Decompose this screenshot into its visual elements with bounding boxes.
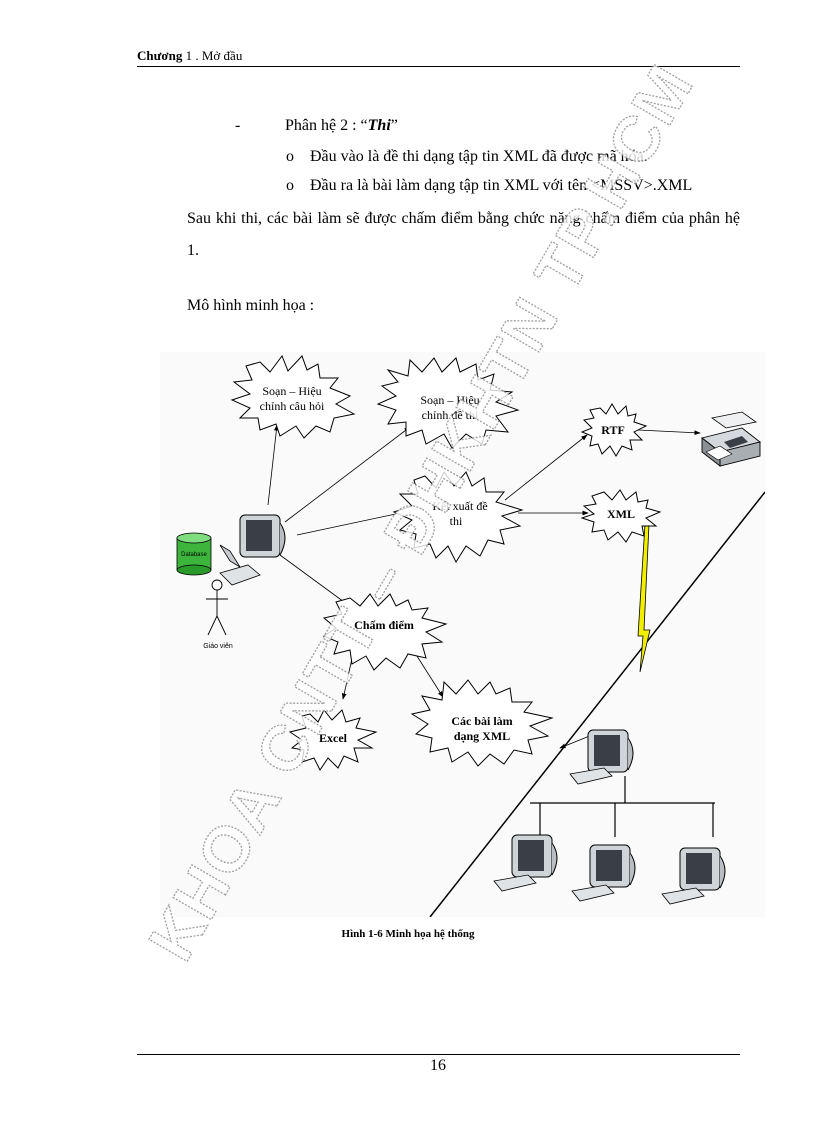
answers-line-1: Các bài làm (451, 714, 512, 728)
grading-label: Chấm điểm (354, 618, 414, 632)
export-exam-line-1: Kết xuất đề (432, 499, 487, 513)
rtf-label: RTF (601, 423, 625, 437)
database-label: Database (181, 552, 207, 558)
arrow-to-export (296, 510, 406, 536)
dash-marker: - (235, 117, 241, 134)
client-computer-icon (493, 834, 558, 892)
figure-caption: Hình 1-6 Minh họa hệ thống (341, 928, 475, 940)
bullet-marker: o (286, 177, 294, 194)
subsystem-close-quote: ” (390, 117, 398, 134)
lightning-icon (637, 523, 651, 673)
arrow-to-answers-from-pc (559, 734, 593, 749)
running-header: Chương 1 . Mở đầu (137, 48, 242, 64)
footer-rule (137, 1054, 740, 1055)
export-exam-burst (392, 471, 524, 564)
network-boundary-line (429, 491, 766, 918)
excel-burst (288, 709, 378, 771)
grading-paragraph: Sau khi thi, các bài làm sẽ được chấm đi… (187, 210, 740, 259)
subsystem-name: Thi (367, 117, 391, 134)
answers-line-2: dạng XML (454, 729, 510, 743)
arrow-to-printer (637, 429, 701, 436)
excel-label: Excel (319, 731, 348, 745)
edit-exam-line-2: chỉnh đề thi (422, 408, 479, 422)
grading-burst (322, 593, 448, 671)
teacher-label: Giáo viên (203, 643, 233, 650)
teacher-computer-icon (219, 514, 286, 586)
bullet-input: Đầu vào là đề thi dạng tập tin XML đã đư… (310, 148, 648, 165)
bullet-output: Đầu ra là bài làm dạng tập tin XML với t… (310, 177, 693, 194)
client-computer-icon (571, 844, 636, 902)
edit-exam-burst (376, 357, 520, 449)
edit-questions-line-1: Soạn – Hiệu (262, 384, 321, 398)
printer-icon (700, 411, 762, 467)
answers-burst (410, 679, 554, 767)
page-number: 16 (430, 1057, 446, 1074)
export-exam-line-2: thi (450, 514, 463, 528)
edit-questions-burst (230, 354, 356, 439)
diagram-canvas: Soạn – Hiệu chỉnh câu hỏi Soạn – Hiệu ch… (176, 354, 766, 918)
header-chapter-title: 1 . Mở đầu (182, 48, 243, 63)
xml-label: XML (607, 507, 635, 521)
client-computer-icon (661, 847, 726, 905)
arrow-to-rtf (504, 434, 588, 501)
subsystem-label: Phân hệ 2 : “ (285, 117, 368, 134)
network-computer-icon (569, 729, 634, 785)
edit-exam-line-1: Soạn – Hiệu (420, 393, 479, 407)
model-label: Mô hình minh họa : (187, 297, 315, 314)
header-rule (137, 66, 740, 67)
database-icon (176, 532, 212, 576)
xml-burst (580, 489, 662, 543)
rtf-burst (580, 403, 648, 457)
subsystem-heading: Phân hệ 2 : “Thi” (285, 116, 398, 136)
arrow-to-edit-exam (284, 426, 411, 523)
header-chapter-word: Chương (137, 48, 183, 63)
edit-questions-line-2: chỉnh câu hỏi (260, 399, 325, 413)
system-diagram: Soạn – Hiệu chỉnh câu hỏi Soạn – Hiệu ch… (160, 352, 766, 918)
bullet-marker: o (286, 148, 294, 165)
arrow-to-edit-questions (267, 424, 279, 506)
teacher-figure-icon (206, 579, 228, 636)
